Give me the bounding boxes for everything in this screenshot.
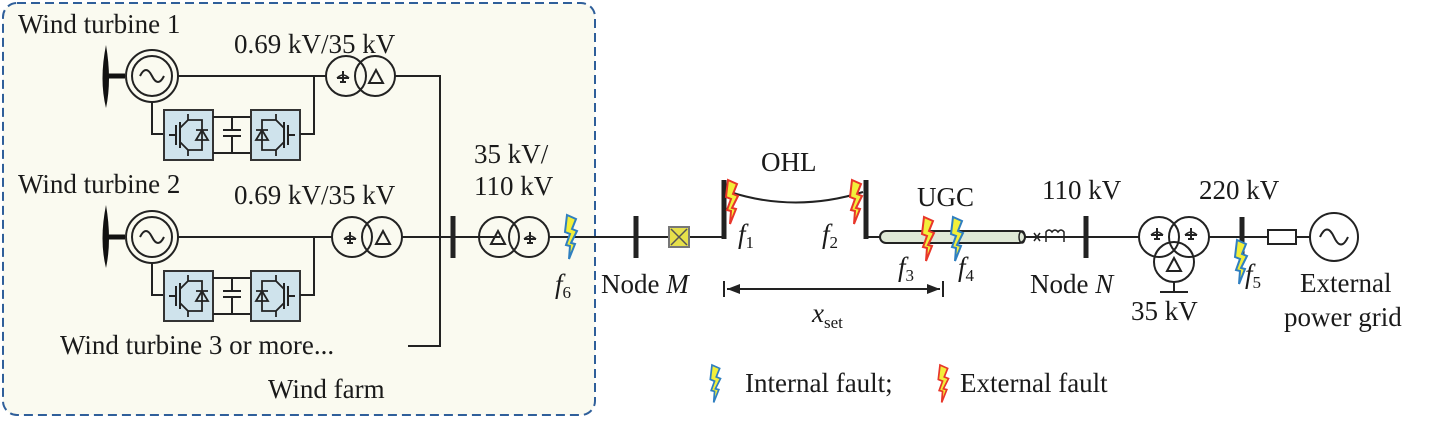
ugc-label: UGC: [917, 182, 974, 212]
rectifier-icon: [163, 270, 214, 322]
fault-f3-label: f3: [898, 252, 914, 285]
fault-f6-label: f6: [555, 269, 571, 302]
fault-f4-label: f4: [958, 252, 975, 285]
grid-label-2: power grid: [1284, 302, 1402, 332]
fault-f2-icon: [849, 179, 863, 225]
wind-farm-title: Wind farm: [268, 374, 385, 404]
reactor-icon: [1045, 229, 1065, 242]
transformer-icon: [331, 216, 373, 258]
turbine-1-transformer-label: 0.69 kV/35 kV: [234, 29, 396, 59]
turbine-2-transformer-label: 0.69 kV/35 kV: [234, 180, 396, 210]
bus-220kv-label: 220 kV: [1199, 175, 1280, 205]
ohl-line: [729, 191, 864, 204]
inverter-icon: [250, 270, 301, 322]
more-turbines-label: Wind turbine 3 or more...: [60, 330, 334, 360]
wind-turbine-2: [102, 205, 476, 322]
inverter-icon: [250, 109, 301, 161]
wind-turbine-1: [102, 45, 441, 347]
legend-external-label: External fault: [960, 368, 1108, 398]
blade-icon: [102, 45, 109, 108]
bus-110kv-label: 110 kV: [1042, 175, 1122, 205]
rectifier-icon: [163, 109, 214, 161]
tertiary-voltage-label: 35 kV: [1131, 296, 1198, 326]
step-up-transformer-icon: [478, 216, 520, 258]
turbine-2-label: Wind turbine 2: [18, 169, 180, 199]
xset-label: xset: [811, 298, 843, 332]
node-n-label: Node N: [1030, 269, 1115, 299]
transformer-icon: [325, 55, 367, 97]
impedance-icon: [1267, 229, 1297, 245]
blade-icon: [102, 205, 109, 268]
fault-f1-label: f1: [738, 219, 754, 252]
legend-internal-label: Internal fault;: [745, 368, 893, 398]
switch-icon: [1033, 232, 1041, 242]
ohl-label: OHL: [761, 147, 817, 177]
three-winding-transformer-icon: [1138, 216, 1180, 258]
legend-internal-icon: [709, 364, 722, 404]
step-up-transformer-label-2: 110 kV: [474, 171, 554, 201]
legend-external-icon: [937, 364, 950, 404]
grid-label-1: External: [1300, 268, 1391, 298]
fault-f5-label: f5: [1245, 259, 1261, 292]
step-up-transformer-label-1: 35 kV/: [474, 139, 549, 169]
fault-f2-label: f2: [822, 219, 838, 252]
node-m-label: Node M: [601, 269, 690, 299]
turbine-1-label: Wind turbine 1: [18, 9, 180, 39]
fault-f1-icon: [725, 179, 739, 225]
